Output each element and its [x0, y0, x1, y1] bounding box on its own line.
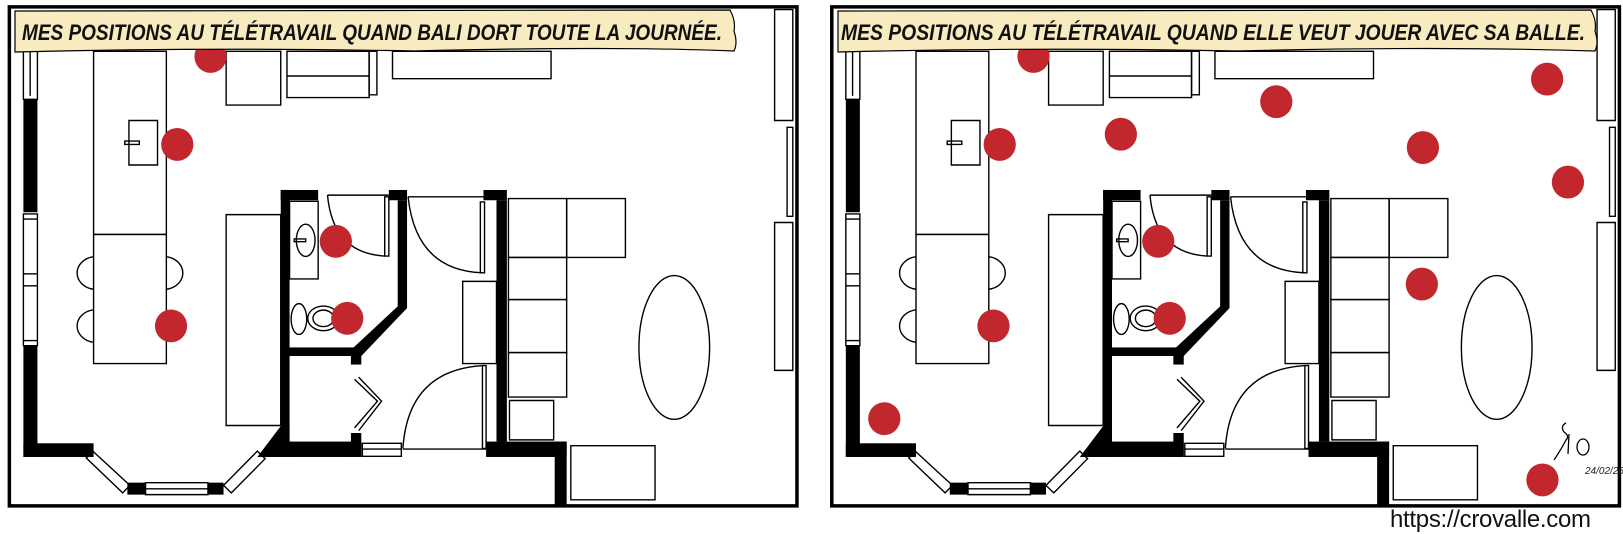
- floor-plan: [830, 5, 1621, 507]
- position-dot: [1260, 85, 1293, 119]
- caption-box: MES POSITIONS AU TÉLÉTRAVAIL QUAND ELLE …: [837, 9, 1599, 53]
- position-dot: [1531, 62, 1564, 96]
- position-dot: [1153, 301, 1186, 335]
- position-dot: [977, 309, 1010, 343]
- signature-date: 24/02/26: [1585, 466, 1623, 477]
- position-dot: [319, 224, 352, 258]
- comic-panel-1: MES POSITIONS AU TÉLÉTRAVAIL QUAND BALI …: [0, 0, 811, 534]
- position-dot: [868, 402, 901, 436]
- floor-plan: [8, 5, 798, 507]
- floor-plan-drawing: [8, 5, 798, 507]
- caption-box: MES POSITIONS AU TÉLÉTRAVAIL QUAND BALI …: [14, 9, 738, 53]
- caption-text: MES POSITIONS AU TÉLÉTRAVAIL QUAND ELLE …: [841, 20, 1585, 45]
- position-dot: [983, 128, 1016, 161]
- artist-signature: [1553, 422, 1590, 461]
- position-dot: [1405, 267, 1438, 301]
- position-dot: [1104, 117, 1137, 151]
- position-dots: [154, 40, 364, 343]
- position-dot: [1551, 165, 1585, 199]
- position-dot: [161, 128, 194, 161]
- position-dot: [1406, 131, 1440, 164]
- floor-plan-drawing: [830, 5, 1621, 507]
- comic-panel-2: MES POSITIONS AU TÉLÉTRAVAIL QUAND ELLE …: [811, 0, 1622, 534]
- position-dot: [154, 309, 188, 343]
- position-dot: [1142, 224, 1175, 258]
- website-url[interactable]: https://crovalle.com: [1390, 506, 1591, 533]
- position-dot: [1526, 463, 1559, 497]
- caption-text: MES POSITIONS AU TÉLÉTRAVAIL QUAND BALI …: [22, 20, 722, 45]
- position-dot: [331, 301, 364, 335]
- position-dots: [868, 40, 1585, 497]
